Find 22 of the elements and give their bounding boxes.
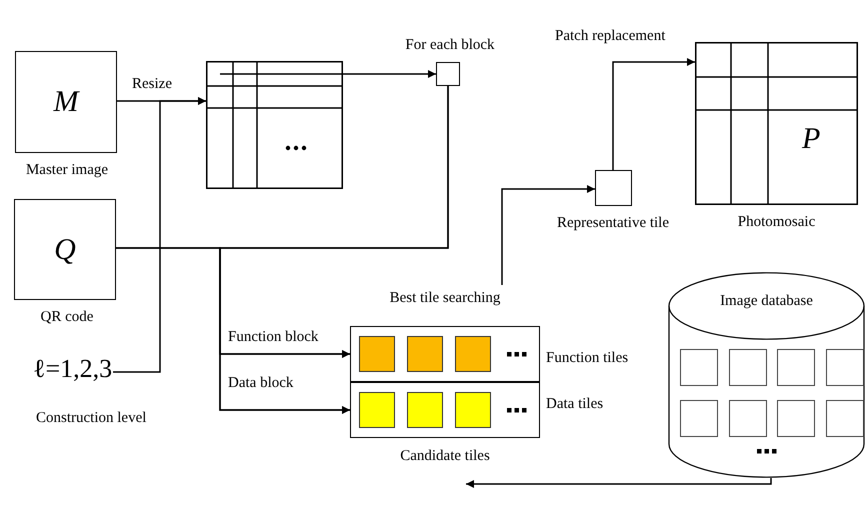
box-caption: Photomosaic xyxy=(738,213,816,232)
arrow xyxy=(501,185,595,285)
database-label: Image database xyxy=(720,292,813,311)
box-caption: Representative tile xyxy=(556,214,670,233)
symbol-label: M xyxy=(54,87,78,117)
formula-caption: Construction level xyxy=(36,410,146,426)
arrow xyxy=(466,478,772,488)
group-heading: Best tile searching xyxy=(390,289,500,308)
row-label: Function tiles xyxy=(546,350,628,366)
level-formula: ℓ=1,2,3 xyxy=(33,354,112,383)
box-heading: For each block xyxy=(405,36,495,55)
arrow xyxy=(113,97,206,373)
arrow xyxy=(219,86,449,414)
box-caption: Master image xyxy=(26,161,108,180)
arrow xyxy=(612,58,695,170)
row-label: Data tiles xyxy=(546,396,604,412)
group-caption: Candidate tiles xyxy=(400,447,490,466)
box-caption: QR code xyxy=(40,308,94,327)
symbol-label: Q xyxy=(54,234,76,264)
arrow xyxy=(220,70,436,78)
symbol-label: P xyxy=(802,122,820,155)
edge-label: Patch replacement xyxy=(555,28,666,44)
